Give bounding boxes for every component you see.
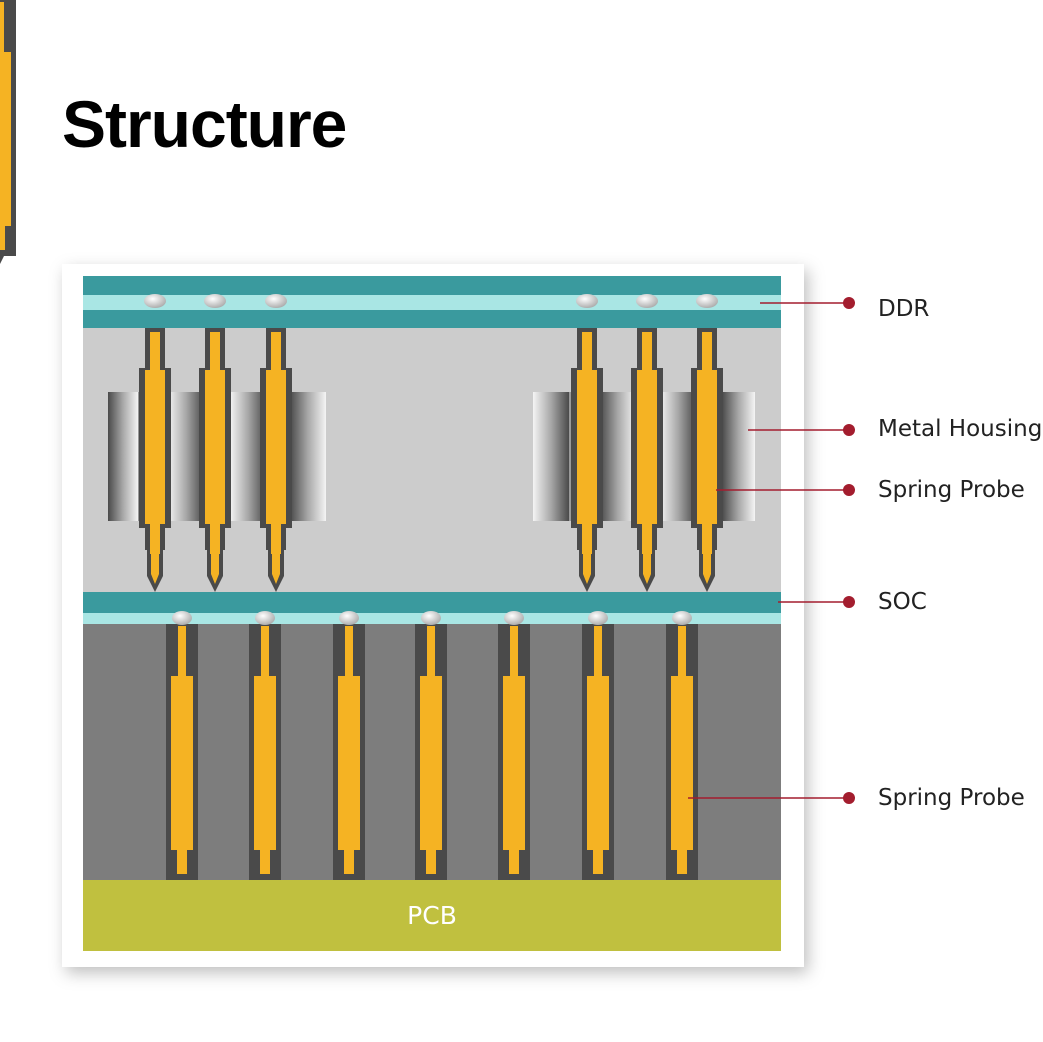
lower-probe xyxy=(0,0,16,256)
ddr-board xyxy=(83,276,781,328)
pcb-label: PCB xyxy=(407,901,457,930)
label-spring-probe-upper: Spring Probe xyxy=(878,477,1025,503)
label-metal-housing: Metal Housing xyxy=(878,416,1042,442)
leader-dots xyxy=(843,297,855,804)
page-title: Structure xyxy=(62,87,347,161)
pcb-board xyxy=(83,880,781,951)
leader-lines xyxy=(688,302,848,799)
spring-probes-lower xyxy=(0,0,16,256)
label-spring-probe-lower: Spring Probe xyxy=(878,785,1025,811)
soc-board xyxy=(83,592,781,625)
label-ddr: DDR xyxy=(878,296,929,322)
soc-solder-balls xyxy=(172,611,692,625)
ddr-solder-balls xyxy=(144,294,718,308)
label-soc: SOC xyxy=(878,589,927,615)
